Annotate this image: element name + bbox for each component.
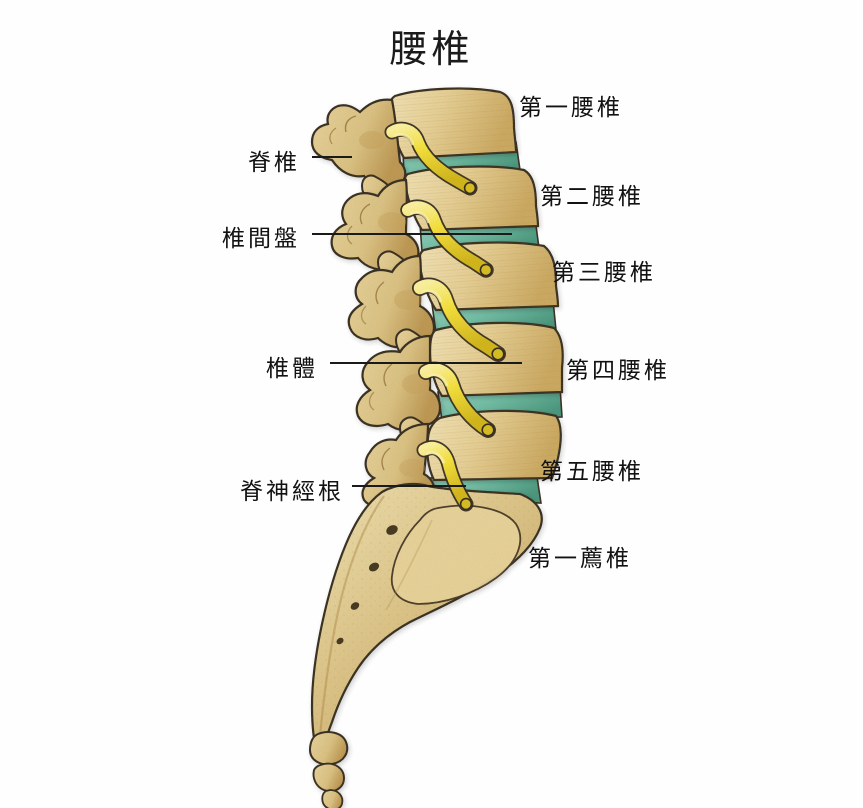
label-L5: 第五腰椎 (540, 459, 644, 485)
nerve-root-L1 (384, 121, 478, 196)
sacral-foramina (336, 525, 398, 645)
nerve-root-L3 (412, 277, 506, 362)
coccyx-segment-1 (308, 731, 349, 766)
sacral-ala (390, 504, 522, 605)
label-L1: 第一腰椎 (519, 95, 623, 121)
label-intervertebral-disc: 椎間盤 (222, 226, 300, 252)
label-S1: 第一薦椎 (528, 546, 632, 572)
L1-posterior-arch (310, 98, 407, 189)
nerve-root-L4 (418, 361, 496, 438)
label-vertebra: 脊椎 (248, 150, 300, 176)
nerve-root-L5 (416, 440, 474, 512)
figure-title: 腰椎 (389, 27, 474, 71)
nerve-root-L2 (400, 199, 494, 278)
label-spinal-nerve-root: 脊神經根 (240, 479, 344, 505)
sacrum-and-coccyx (308, 482, 543, 808)
coccyx-segment-3 (321, 789, 344, 808)
label-L2: 第二腰椎 (540, 184, 644, 210)
coccyx-segment-2 (312, 762, 345, 793)
L4-posterior-arch (355, 334, 442, 432)
leader-lines (312, 156, 522, 487)
label-L4: 第四腰椎 (566, 358, 670, 384)
label-L3: 第三腰椎 (552, 260, 656, 286)
L3-posterior-arch (347, 254, 436, 349)
vertebra-L4 (355, 321, 564, 454)
spinal-nerve-roots (384, 121, 506, 512)
L2-posterior-arch (330, 178, 420, 271)
label-vertebral-body: 椎體 (266, 356, 318, 382)
